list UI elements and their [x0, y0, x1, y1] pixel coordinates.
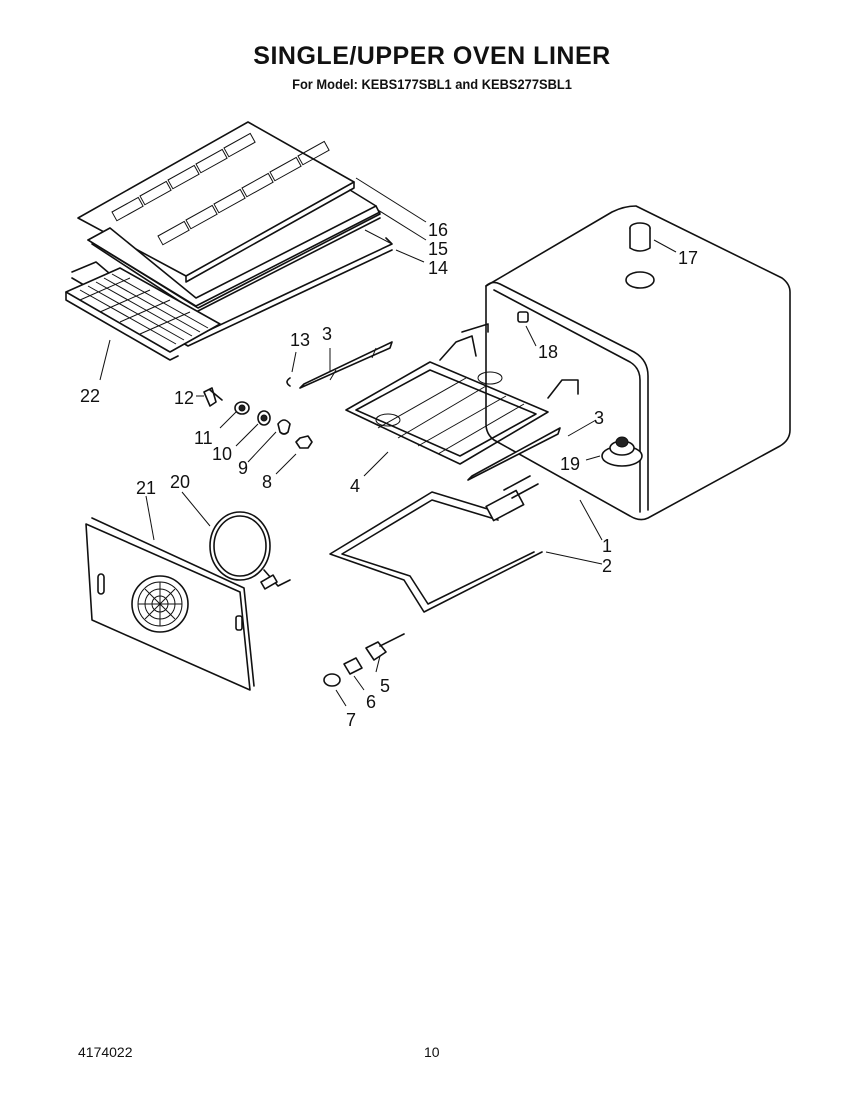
- callout-17: 17: [678, 248, 698, 268]
- callout-12: 12: [174, 388, 194, 408]
- callout-16: 16: [428, 220, 448, 240]
- callout-9: 9: [238, 458, 248, 478]
- part-5-socket: [365, 633, 405, 661]
- callout-15: 15: [428, 239, 448, 259]
- callout-2: 2: [602, 556, 612, 576]
- part-12-bracket: [203, 387, 223, 407]
- part-19-knob: [601, 436, 643, 467]
- callout-21: 21: [136, 478, 156, 498]
- part-11-nut: [234, 401, 250, 415]
- part-10-washer: [257, 410, 271, 426]
- part-3-rod-lower: [467, 427, 561, 481]
- callout-3-upper: 3: [322, 324, 332, 344]
- part-22-wire-rack: [65, 267, 221, 361]
- leader-lines: [99, 177, 677, 707]
- callout-10: 10: [212, 444, 232, 464]
- page-number: 10: [424, 1044, 440, 1060]
- callout-13: 13: [290, 330, 310, 350]
- part-7-lens: [323, 673, 341, 687]
- part-13-clip: [286, 377, 291, 387]
- part-21-fan-cover: [85, 517, 255, 691]
- part-16-vent-panel: [77, 121, 355, 283]
- callout-8: 8: [262, 472, 272, 492]
- part-8-nut: [295, 435, 313, 449]
- callout-18: 18: [538, 342, 558, 362]
- callout-6: 6: [366, 692, 376, 712]
- callout-7: 7: [346, 710, 356, 730]
- page-title: SINGLE/UPPER OVEN LINER: [253, 42, 611, 70]
- part-3-rod-upper: [299, 341, 393, 389]
- part-2-bake-element: [329, 475, 543, 613]
- callout-11: 11: [194, 428, 213, 448]
- part-20-circular-element: [209, 511, 291, 590]
- model-subtitle: For Model: KEBS177SBL1 and KEBS277SBL1: [292, 76, 572, 92]
- part-18-grommet: [517, 311, 529, 323]
- callout-5: 5: [380, 676, 390, 696]
- callout-22: 22: [80, 386, 100, 406]
- document-number: 4174022: [78, 1044, 133, 1060]
- part-6-bulb: [343, 657, 363, 675]
- callout-14: 14: [428, 258, 448, 278]
- part-4-broil-element: [345, 323, 579, 465]
- part-1-oven-liner: [485, 205, 791, 521]
- part-17-cylinder: [629, 222, 651, 252]
- callout-4: 4: [350, 476, 360, 496]
- callout-3-lower: 3: [594, 408, 604, 428]
- part-9-clip: [277, 419, 291, 435]
- callout-19: 19: [560, 454, 580, 474]
- callout-1: 1: [602, 536, 612, 556]
- callout-20: 20: [170, 472, 190, 492]
